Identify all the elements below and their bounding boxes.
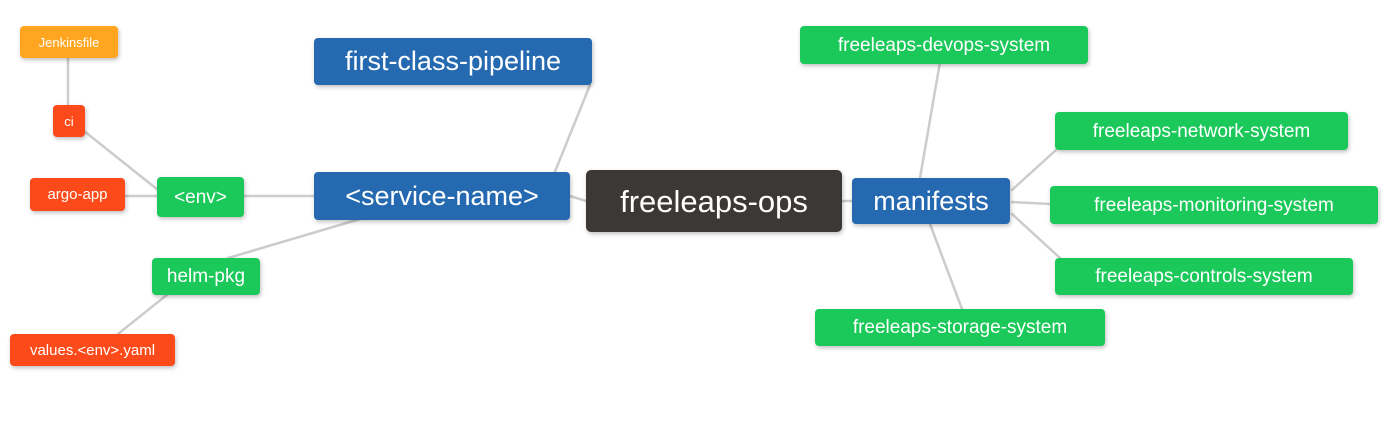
node-storage-system-label: freeleaps-storage-system [852,317,1068,338]
node-monitoring-system[interactable]: freeleaps-monitoring-system [1050,186,1378,224]
node-controls-system[interactable]: freeleaps-controls-system [1055,258,1353,295]
edge-manifests-network-system [1010,148,1058,192]
node-jenkinsfile[interactable]: Jenkinsfile [20,26,118,58]
node-argo-app[interactable]: argo-app [30,178,125,211]
node-devops-system[interactable]: freeleaps-devops-system [800,26,1088,64]
node-helm-pkg-label: helm-pkg [166,266,246,287]
node-root-freeleaps-ops[interactable]: freeleaps-ops [586,170,842,232]
node-manifests-label: manifests [873,185,989,216]
node-values-yaml[interactable]: values.<env>.yaml [10,334,175,366]
node-values-yaml-label: values.<env>.yaml [29,341,156,359]
node-controls-system-label: freeleaps-controls-system [1095,266,1313,287]
node-env-label: <env> [174,186,227,208]
node-network-system-label: freeleaps-network-system [1092,120,1311,142]
node-argo-app-label: argo-app [47,186,108,203]
node-devops-system-label: freeleaps-devops-system [837,34,1051,56]
node-monitoring-system-label: freeleaps-monitoring-system [1094,194,1334,216]
node-env[interactable]: <env> [157,177,244,217]
node-jenkinsfile-label: Jenkinsfile [38,34,100,50]
node-first-class-pipeline-label: first-class-pipeline [344,46,562,76]
edge-manifests-monitoring-system [1010,200,1053,206]
edge-manifests-storage-system [928,222,964,311]
node-network-system[interactable]: freeleaps-network-system [1055,112,1348,150]
node-service-name-label: <service-name> [345,180,539,211]
node-ci-label: ci [64,113,74,129]
edge-helm-pkg-values-yaml [116,292,170,336]
node-first-class-pipeline[interactable]: first-class-pipeline [314,38,592,85]
edge-manifests-devops-system [918,60,942,180]
edge-root-service-name [568,194,588,203]
node-helm-pkg[interactable]: helm-pkg [152,258,260,295]
node-manifests[interactable]: manifests [852,178,1010,224]
edge-service-name-helm-pkg [226,217,362,260]
edge-service-name-first-class-pipeline [550,83,592,181]
node-storage-system[interactable]: freeleaps-storage-system [815,309,1105,346]
node-service-name[interactable]: <service-name> [314,172,570,220]
node-root-label: freeleaps-ops [620,183,808,219]
node-ci[interactable]: ci [53,105,85,137]
